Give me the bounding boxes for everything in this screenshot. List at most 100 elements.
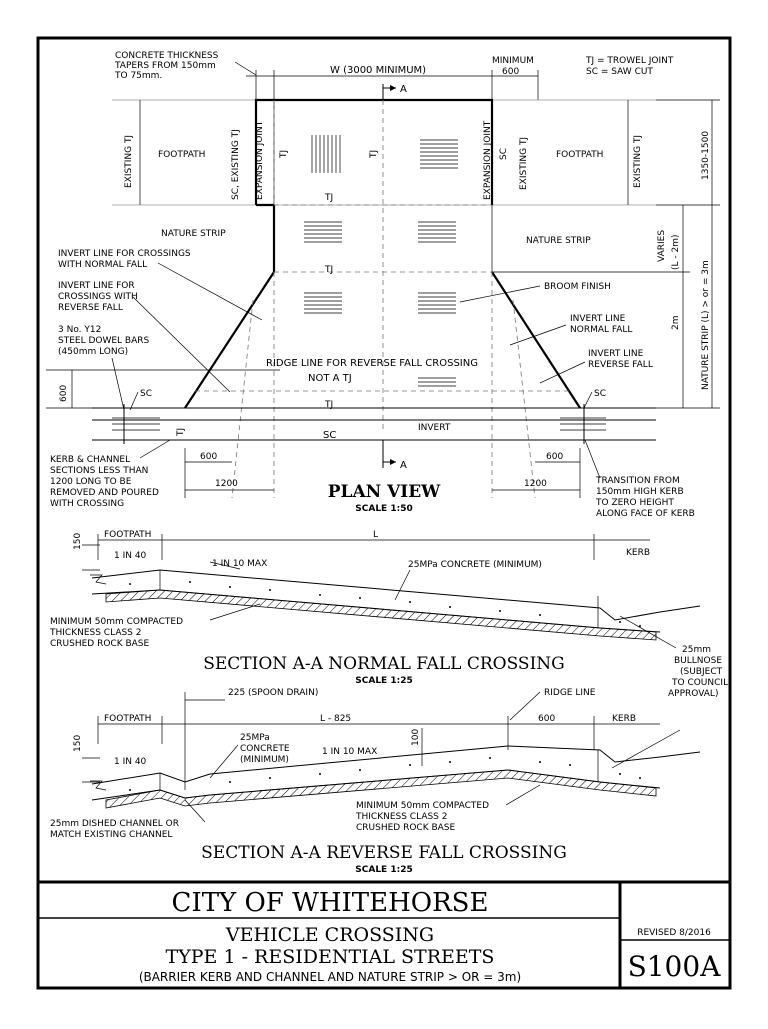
transition-note-2: 150mm HIGH KERB: [596, 487, 684, 497]
invert-reverse-left-1: INVERT LINE FOR: [58, 281, 135, 291]
crossing-wing-right: [491, 271, 581, 409]
concrete-taper-note-1: CONCRETE THICKNESS: [115, 51, 219, 61]
normal-aggregate: [129, 581, 641, 627]
reverse-concrete-1: 25MPa: [240, 733, 270, 743]
reverse-section-scale: SCALE 1:25: [355, 865, 412, 875]
dowel-bars-3: (450mm LONG): [58, 347, 128, 357]
invert-normal-right-2: NORMAL FALL: [570, 325, 632, 335]
sc-right-callout: SC: [594, 389, 606, 399]
existing-tj-left: EXISTING TJ: [124, 135, 134, 188]
normal-slope-10: 1 IN 10 MAX: [212, 559, 267, 569]
dished-channel-1: 25mm DISHED CHANNEL OR: [50, 819, 179, 829]
reverse-slope-10: 1 IN 10 MAX: [322, 747, 377, 757]
reverse-spoon-drain: 225 (SPOON DRAIN): [228, 688, 318, 698]
council-name: CITY OF WHITEHORSE: [172, 888, 489, 918]
normal-section-scale: SCALE 1:25: [355, 676, 412, 686]
revised-date: REVISED 8/2016: [637, 928, 711, 938]
tj-label-2: TJ: [324, 265, 333, 275]
normal-concrete: 25MPa CONCRETE (MINIMUM): [408, 560, 542, 570]
broom-finish-marks: [304, 135, 458, 387]
kerb-channel-note-1: KERB & CHANNEL: [50, 455, 130, 465]
reverse-concrete-3: (MINIMUM): [240, 755, 289, 765]
bullnose-5: APPROVAL): [668, 689, 718, 699]
existing-tj-right-inner: EXISTING TJ: [519, 137, 529, 190]
reverse-aggregate: [129, 757, 641, 791]
section-reverse-fall: 225 (SPOON DRAIN) RIDGE LINE FOOTPATH L …: [50, 688, 701, 875]
normal-slope-40: 1 IN 40: [114, 551, 147, 561]
transition-note-4: ALONG FACE OF KERB: [596, 509, 695, 519]
kerb-channel-note-4: REMOVED AND POURED: [50, 488, 159, 498]
kerb-channel-note-5: WITH CROSSING: [50, 499, 124, 509]
dim-1200-right: 1200: [524, 479, 547, 489]
legend: TJ = TROWEL JOINT SC = SAW CUT: [585, 56, 674, 77]
normal-base-1: MINIMUM 50mm COMPACTED: [50, 617, 183, 627]
existing-tj-right: EXISTING TJ: [633, 135, 643, 188]
invert-reverse-left-3: REVERSE FALL: [58, 303, 123, 313]
bullnose-4: TO COUNCIL: [671, 678, 728, 688]
sc-left-callout: SC: [140, 389, 152, 399]
reverse-l-825: L - 825: [320, 714, 351, 724]
reverse-ridge-line: RIDGE LINE: [544, 688, 596, 698]
dim-600-left: 600: [200, 452, 217, 462]
dim-600-vertical: 600: [59, 385, 69, 402]
reverse-base-2: THICKNESS CLASS 2: [355, 812, 448, 822]
nature-strip-right: NATURE STRIP: [526, 236, 591, 246]
normal-base-hatch: [105, 589, 657, 641]
normal-kerb: KERB: [626, 548, 650, 558]
reverse-600: 600: [538, 714, 555, 724]
normal-footpath: FOOTPATH: [104, 530, 151, 540]
broom-finish-label: BROOM FINISH: [544, 282, 611, 292]
expansion-joint-left: EXPANSION JOINT: [255, 120, 265, 200]
reverse-base-3: CRUSHED ROCK BASE: [356, 823, 456, 833]
drawing-number: S100A: [628, 950, 722, 983]
invert-reverse-right-2: REVERSE FALL: [588, 360, 653, 370]
section-mark-top: A: [400, 84, 407, 95]
reverse-100: 100: [411, 729, 421, 746]
tj-label-vertical-3: TJ: [176, 428, 186, 437]
width-dimension: W (3000 MINIMUM): [330, 65, 426, 76]
dowel-bars-1: 3 No. Y12: [58, 325, 101, 335]
dished-channel-2: MATCH EXISTING CHANNEL: [50, 830, 172, 840]
plan-view: CONCRETE THICKNESS TAPERS FROM 150mm TO …: [46, 51, 720, 519]
dim-1200-left: 1200: [215, 479, 238, 489]
reverse-concrete-2: CONCRETE: [240, 744, 290, 754]
invert-reverse-left-2: CROSSINGS WITH: [58, 292, 138, 302]
drawing-title-2: TYPE 1 - RESIDENTIAL STREETS: [166, 946, 495, 968]
footpath-left: FOOTPATH: [158, 150, 205, 160]
plan-view-title: PLAN VIEW: [328, 482, 441, 502]
ridge-line-label: RIDGE LINE FOR REVERSE FALL CROSSING: [266, 358, 478, 369]
section-mark-bottom: A: [400, 460, 407, 471]
reverse-slab-top: [91, 745, 701, 785]
kerb-channel-note-3: 1200 LONG TO BE: [50, 477, 132, 487]
invert-normal-left-2: WITH NORMAL FALL: [58, 260, 147, 270]
concrete-taper-note-2: TAPERS FROM 150mm: [114, 61, 216, 71]
normal-base-3: CRUSHED ROCK BASE: [50, 639, 150, 649]
footpath-right: FOOTPATH: [556, 150, 603, 160]
reverse-section-title: SECTION A-A REVERSE FALL CROSSING: [201, 843, 567, 863]
normal-l: L: [373, 530, 378, 540]
reverse-150: 150: [73, 735, 83, 752]
sc-kerb-label: SC: [323, 430, 336, 441]
reverse-slope-40: 1 IN 40: [114, 757, 147, 767]
reverse-base-1: MINIMUM 50mm COMPACTED: [356, 801, 489, 811]
invert-normal-left-1: INVERT LINE FOR CROSSINGS: [58, 249, 191, 259]
invert-normal-right-1: INVERT LINE: [570, 314, 626, 324]
reverse-footpath: FOOTPATH: [104, 714, 151, 724]
tj-label-3: TJ: [324, 400, 333, 410]
minimum-label: MINIMUM: [492, 56, 534, 66]
section-normal-fall: FOOTPATH L KERB 150 1 IN 40 1 IN 10 MAX …: [49, 530, 728, 699]
legend-sc: SC = SAW CUT: [586, 67, 653, 77]
sc-right: SC: [499, 148, 509, 160]
normal-150: 150: [73, 533, 83, 550]
kerb-channel-note-2: SECTIONS LESS THAN: [50, 466, 148, 476]
tj-label-vertical-1: TJ: [279, 150, 289, 159]
tj-label-vertical-2: TJ: [369, 150, 379, 159]
bullnose-1: 25mm: [682, 645, 711, 655]
reverse-kerb: KERB: [612, 714, 636, 724]
legend-tj: TJ = TROWEL JOINT: [585, 56, 674, 66]
invert-label: INVERT: [418, 423, 451, 433]
concrete-taper-note-3: TO 75mm.: [114, 71, 162, 81]
bullnose-2: BULLNOSE: [674, 656, 722, 666]
two-m-dim: 2m: [671, 316, 681, 331]
